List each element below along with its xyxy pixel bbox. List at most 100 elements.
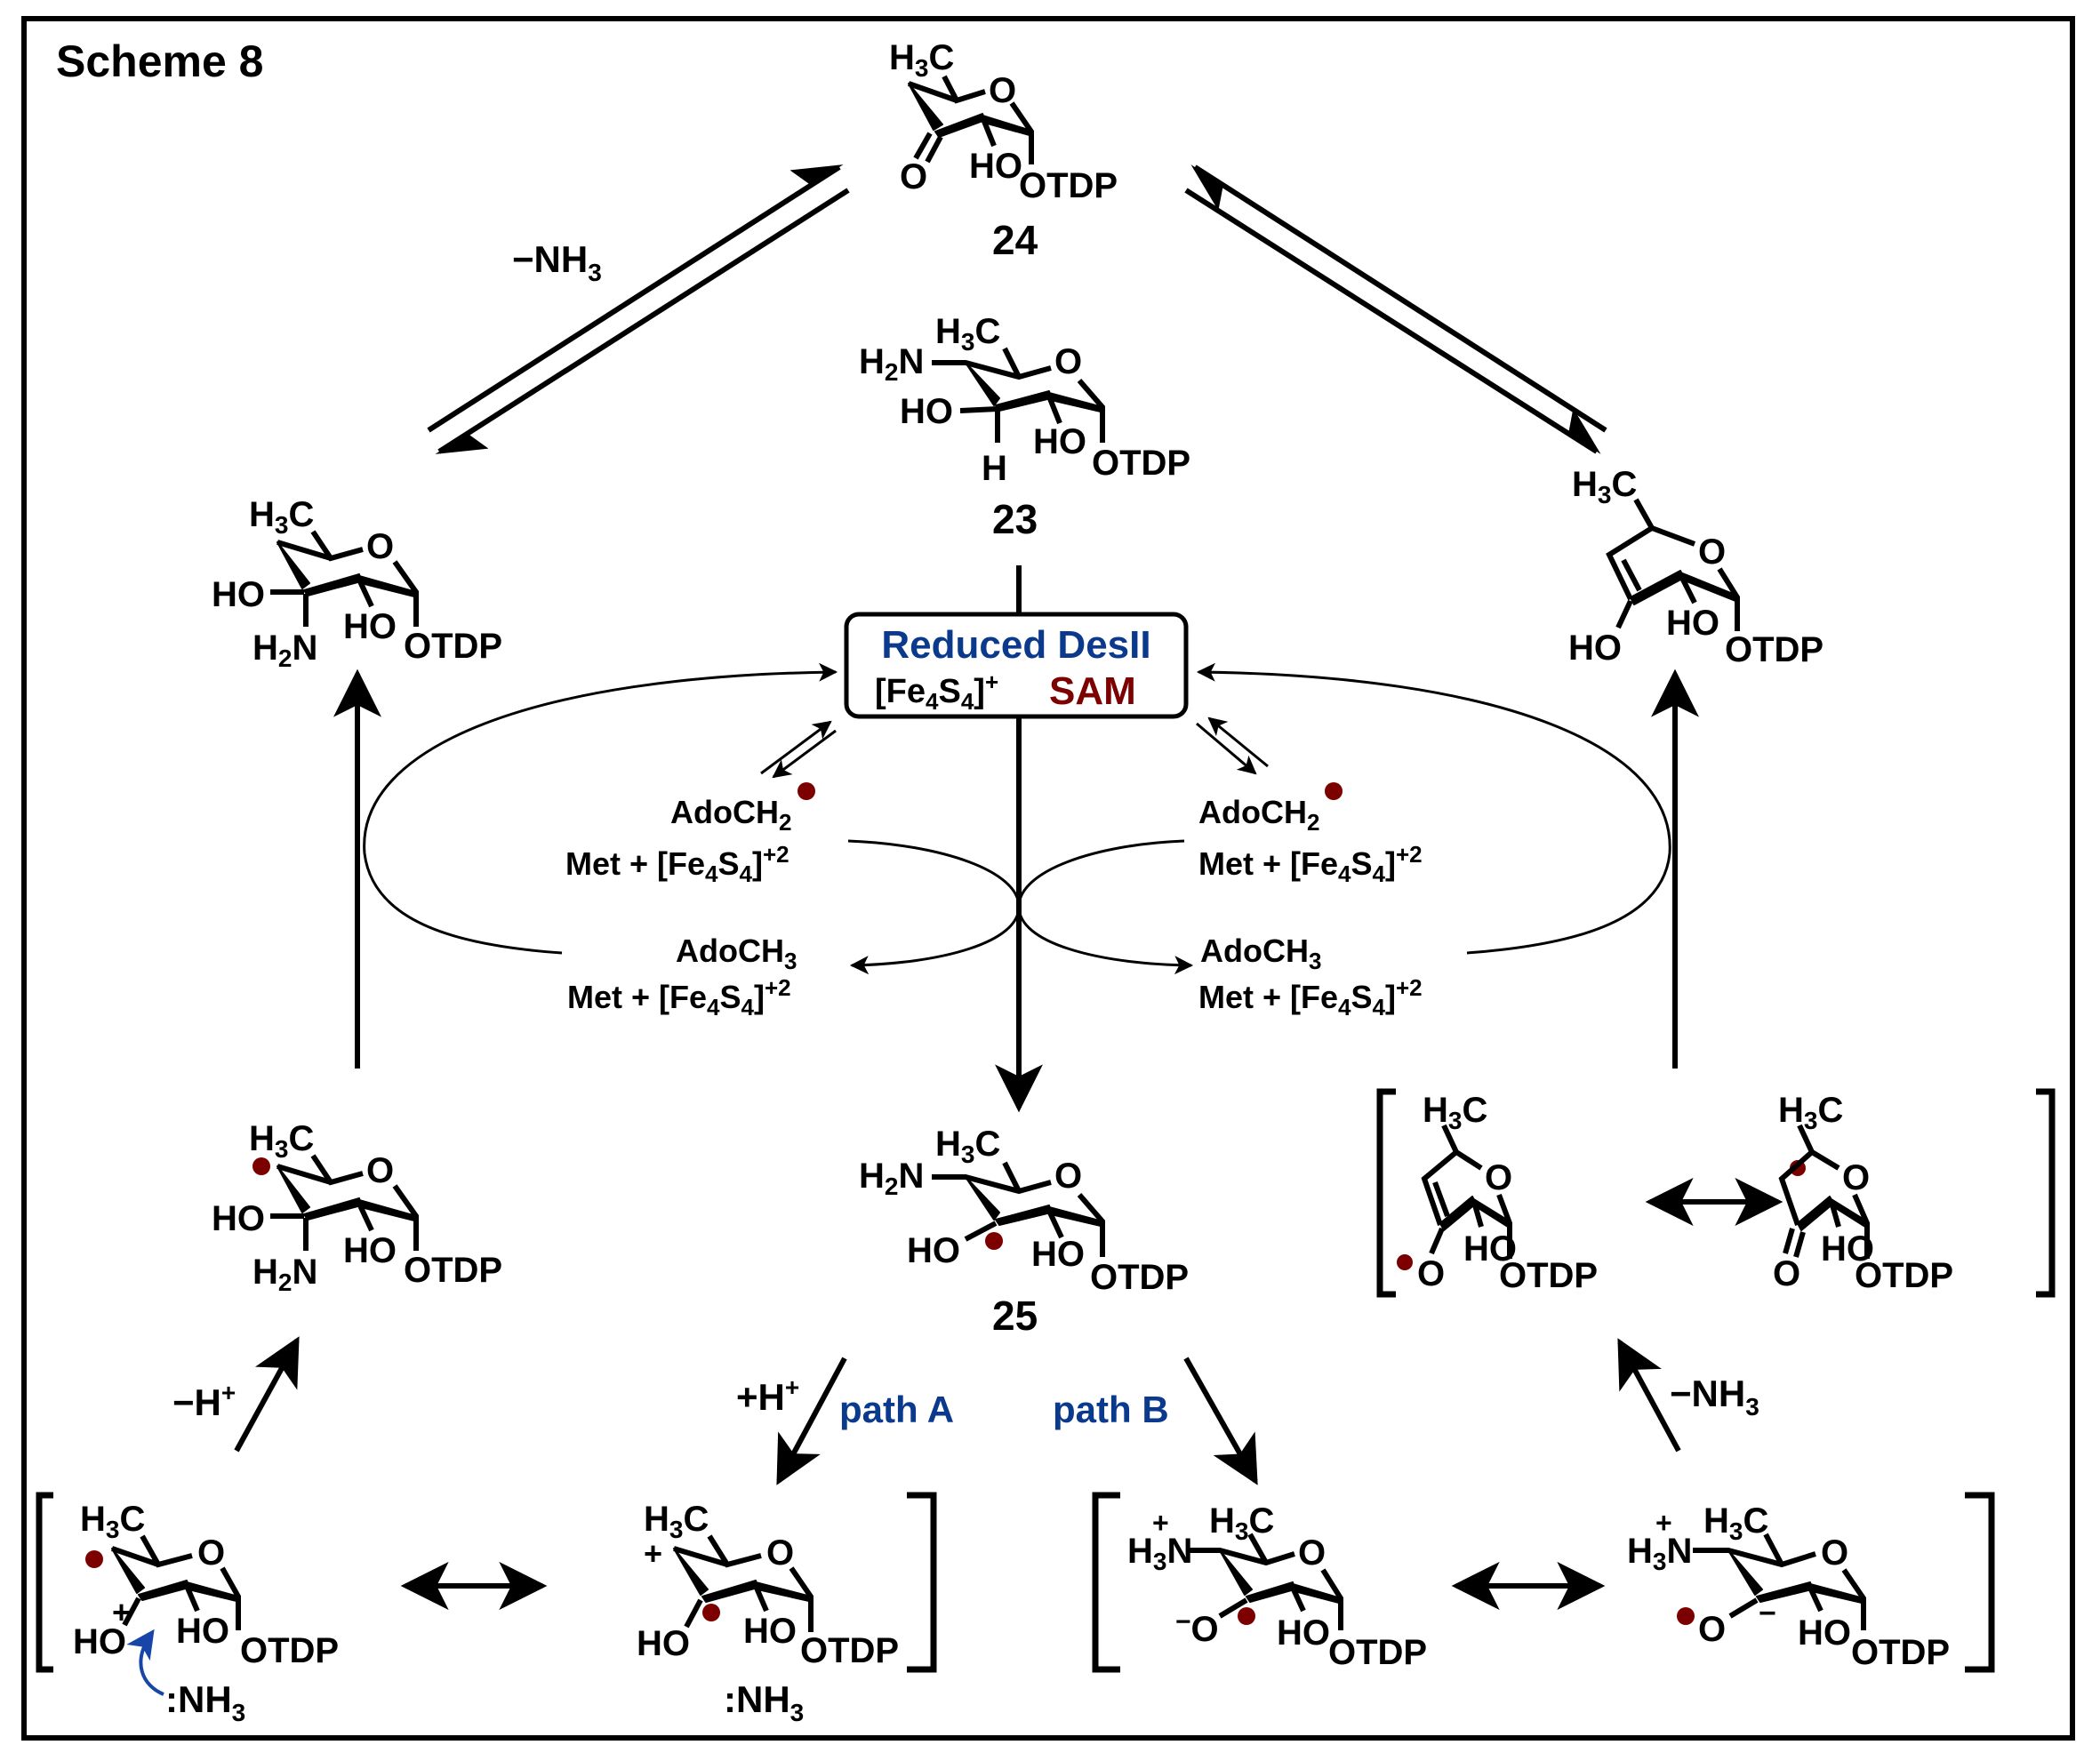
arrow-eq-left-back <box>772 729 837 779</box>
atom-label: OTDP <box>1090 1258 1189 1297</box>
bracket-left <box>1092 1492 1120 1673</box>
atom-label: H3C <box>1572 465 1637 508</box>
arrow-eq-right-forward <box>1196 722 1257 775</box>
atom-label: HO <box>1798 1613 1851 1653</box>
atom-label: O <box>1417 1254 1445 1293</box>
atom-label: O <box>1821 1533 1848 1573</box>
atom-label: HO <box>637 1624 690 1663</box>
atom-label: HO <box>1031 1235 1085 1274</box>
arrow-label-protonation: +H+ <box>736 1373 799 1418</box>
atom-label: H3C <box>249 1119 314 1163</box>
arrow-eq-left-forward <box>760 720 832 775</box>
radical-dot <box>1677 1607 1695 1625</box>
atom-label: O <box>1698 532 1726 572</box>
arrow-enol-to-24 <box>1190 164 1607 433</box>
atom-label: O <box>1054 342 1082 381</box>
ammonia-lone-pair: :NH3 <box>724 1678 804 1726</box>
atom-label: HO <box>743 1612 797 1651</box>
atom-label: HO <box>343 1231 397 1270</box>
compound-number: 24 <box>992 217 1038 263</box>
compound-bottom-2: H3C O + HO HO OTDP :NH3 <box>637 1500 899 1726</box>
cycle-right-arc-bottom <box>1017 839 1194 975</box>
compound-right-resonance-a: H3C O O HO OTDP <box>1397 1091 1598 1295</box>
atom-label: O <box>1842 1158 1870 1197</box>
radical-dot <box>252 1157 270 1175</box>
arrow-eq-right-back <box>1207 716 1269 768</box>
curly-arrow-icon <box>126 1629 164 1696</box>
radical-dot <box>1238 1607 1255 1625</box>
bracket-right <box>1965 1492 1995 1673</box>
arrow-ammonia-loss-right <box>1617 1338 1681 1453</box>
path-b-label: path B <box>1053 1389 1169 1430</box>
enzyme-name: Reduced DesII <box>881 623 1150 667</box>
atom-label: HO <box>900 392 953 431</box>
path-a-resonance-group: H3C O + HO HO OTDP :NH3 H3C O + <box>36 1492 937 1726</box>
bracket-right <box>907 1492 937 1673</box>
atom-label: H3C <box>935 312 1000 356</box>
atom-label: O <box>1298 1533 1326 1573</box>
atom-label: OTDP <box>1092 444 1190 483</box>
right-resonance-group: H3C O O HO OTDP H3C O <box>1376 1088 2056 1298</box>
compound-23: H3C H2N O HO H HO OTDP 23 <box>859 312 1190 542</box>
atom-label: OTDP <box>404 627 502 666</box>
compound-bottom-1: H3C O + HO HO OTDP :NH3 <box>73 1500 339 1726</box>
cycle-left-radical: AdoCH2 <box>670 794 791 836</box>
compound-bottom-4: + H3N H3C O O − HO OTDP <box>1627 1501 1950 1672</box>
atom-label: O <box>766 1533 794 1573</box>
cycle-left-quenched: AdoCH3 <box>676 933 797 974</box>
atom-label: H3C <box>1778 1091 1843 1134</box>
scheme-frame <box>21 16 2075 1741</box>
atom-label: H3C <box>249 495 314 539</box>
atom-label: HO <box>1463 1229 1517 1269</box>
cycle-right-radical-products: Met + [Fe4S4]+2 <box>1198 841 1423 887</box>
compound-bottom-3: + H3N H3C O −O HO OTDP <box>1127 1501 1427 1672</box>
anion-charge: − <box>1759 1597 1776 1630</box>
cation-charge: + <box>112 1594 131 1630</box>
atom-label: H3C <box>1703 1501 1768 1545</box>
compound-mid-left-radical: H3C O HO H2N HO OTDP <box>212 1119 502 1296</box>
arrow-label-right-loss: −NH3 <box>1670 1373 1759 1421</box>
cycle-left-arc-top <box>363 662 838 955</box>
atom-label: HO <box>1033 422 1086 461</box>
cycle-left-arc-bottom <box>847 839 1021 975</box>
arrow-24-to-enol <box>1184 188 1601 454</box>
radical-dot <box>985 1232 1003 1250</box>
atom-label: HO <box>1277 1613 1330 1653</box>
cycle-left-quenched-products: Met + [Fe4S4]+2 <box>567 974 791 1021</box>
atom-label: HO <box>212 1199 265 1238</box>
arrow-path-b <box>1183 1357 1258 1485</box>
arrow-path-a <box>776 1357 847 1485</box>
atom-label: HO <box>73 1622 126 1661</box>
path-a-label: path A <box>839 1389 954 1430</box>
atom-label: H2N <box>252 1253 317 1296</box>
atom-label: H <box>982 449 1007 488</box>
atom-label: H3C <box>80 1500 145 1543</box>
bracket-left <box>1376 1088 1396 1298</box>
bracket-left <box>36 1492 53 1673</box>
cation-charge: + <box>1655 1507 1672 1539</box>
atom-label: HO <box>969 147 1022 186</box>
atom-label: HO <box>176 1612 229 1651</box>
radical-dot <box>85 1550 103 1568</box>
path-b-resonance-group: + H3N H3C O −O HO OTDP + H3N H3C O <box>1092 1492 1995 1673</box>
atom-label: H3C <box>889 38 954 82</box>
compound-upper-right-enol: H3C O HO HO OTDP <box>1568 465 1823 669</box>
compound-right-resonance-b: H3C O O HO OTDP <box>1773 1091 1953 1295</box>
atom-label: H2N <box>859 1157 924 1200</box>
atom-label: H2N <box>859 342 924 386</box>
atom-label: OTDP <box>1499 1256 1598 1295</box>
enzyme-cluster: [Fe4S4]+ <box>875 668 998 715</box>
atom-label: O <box>1773 1254 1800 1293</box>
atom-label: OTDP <box>1855 1256 1953 1295</box>
atom-label: H3C <box>1423 1091 1487 1134</box>
atom-label: H3C <box>935 1125 1000 1168</box>
arrow-to-24-left <box>427 164 844 433</box>
scheme-title: Scheme 8 <box>56 36 263 86</box>
enzyme-cofactor: SAM <box>1049 669 1136 713</box>
compound-number: 23 <box>992 496 1038 542</box>
atom-label: O <box>1054 1157 1082 1196</box>
radical-dot <box>1325 782 1343 800</box>
atom-label: HO <box>907 1231 960 1270</box>
ammonia-lone-pair: :NH3 <box>165 1678 245 1726</box>
arrow-label-top-left: −NH3 <box>512 238 602 286</box>
